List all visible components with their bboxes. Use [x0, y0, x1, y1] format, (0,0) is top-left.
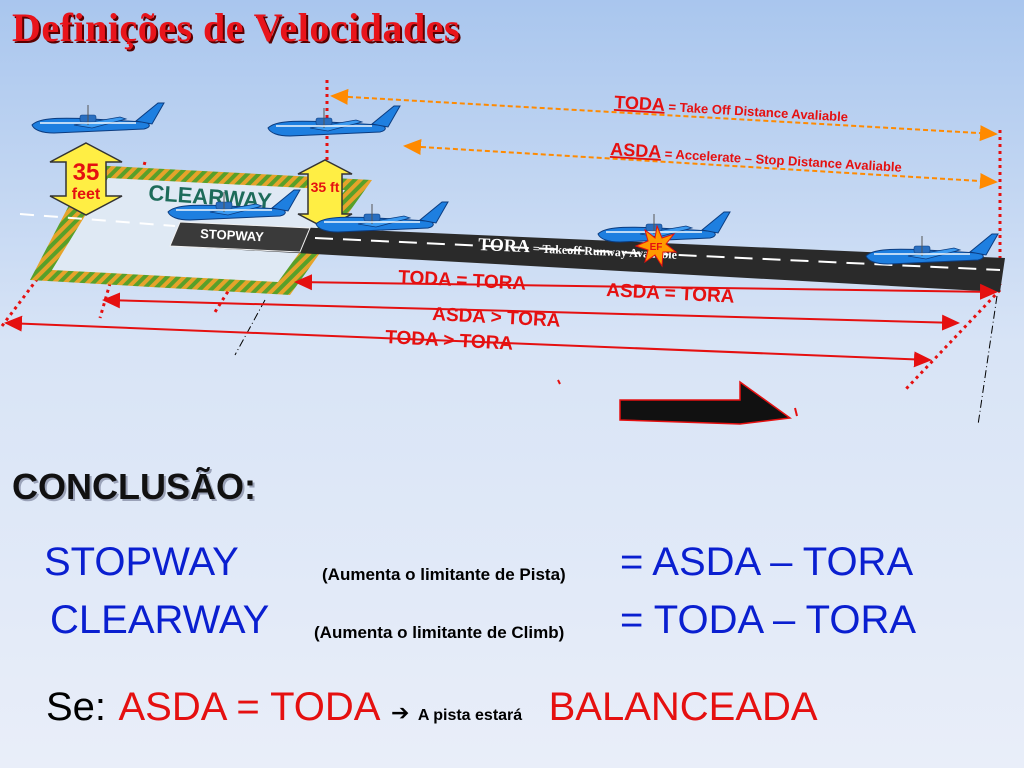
screen-height-alt-label: 35 ft [311, 179, 340, 195]
toda-definition: TODA = Take Off Distance Avaliable [614, 92, 849, 125]
balanced-result: BALANCEADA [548, 685, 818, 729]
construction-dashdot-lines [234, 295, 998, 426]
case1-dimension-line [294, 274, 998, 300]
screen-height-marker-alt: 35 ft [297, 159, 353, 229]
airplane-icon [31, 102, 165, 134]
case3-toda-label: TODA > TORA [385, 327, 514, 355]
result-prefix: A pista estará [417, 707, 523, 724]
screen-height-number: 35 [73, 159, 100, 186]
stopway-term: STOPWAY [44, 540, 239, 584]
engine-failure-icon: EF [634, 224, 678, 268]
airplane-icon [267, 105, 401, 137]
stopway-formula-row: STOPWAY (Aumenta o limitante de Pista) =… [44, 540, 913, 585]
page-title: Definições de Velocidades [12, 5, 461, 50]
case3-dimension-line [4, 315, 932, 368]
conclusion-heading: CONCLUSÃO: [12, 466, 256, 507]
screen-height-unit: feet [72, 186, 101, 203]
case2-asda-label: ASDA > TORA [432, 304, 561, 332]
stopway-area [169, 221, 311, 253]
case1-toda-label: TODA = TORA [398, 267, 527, 295]
asda-definition: ASDA = Accelerate – Stop Distance Avalia… [610, 139, 903, 176]
if-label: Se: [46, 685, 107, 729]
balanced-condition: ASDA = TODA [118, 685, 381, 729]
clearway-term: CLEARWAY [50, 598, 270, 642]
clearway-formula: = TODA – TORA [620, 598, 917, 642]
airplane-icon [865, 233, 999, 265]
asda-dimension-line [403, 138, 998, 190]
stopway-label: STOPWAY [200, 226, 265, 244]
stopway-formula: = ASDA – TORA [620, 540, 914, 584]
case1-asda-label: ASDA = TORA [606, 280, 735, 308]
clearway-note: (Aumenta o limitante de Climb) [314, 623, 565, 642]
toda-dimension-line [330, 88, 998, 142]
stopway-note: (Aumenta o limitante de Pista) [322, 565, 566, 584]
clearway-formula-row: CLEARWAY (Aumenta o limitante de Climb) … [50, 598, 916, 643]
engine-failure-label: EF [650, 242, 663, 253]
screen-height-marker: 35 feet [49, 142, 123, 216]
balanced-condition-row: Se: ASDA = TODA ➔ A pista estará BALANCE… [46, 685, 818, 730]
runway-distance-diagram: CLEARWAY STOPWAY TORA = Takeoff Runway A… [0, 80, 1005, 426]
arrow-right-icon: ➔ [390, 700, 410, 725]
direction-arrow [619, 380, 792, 425]
